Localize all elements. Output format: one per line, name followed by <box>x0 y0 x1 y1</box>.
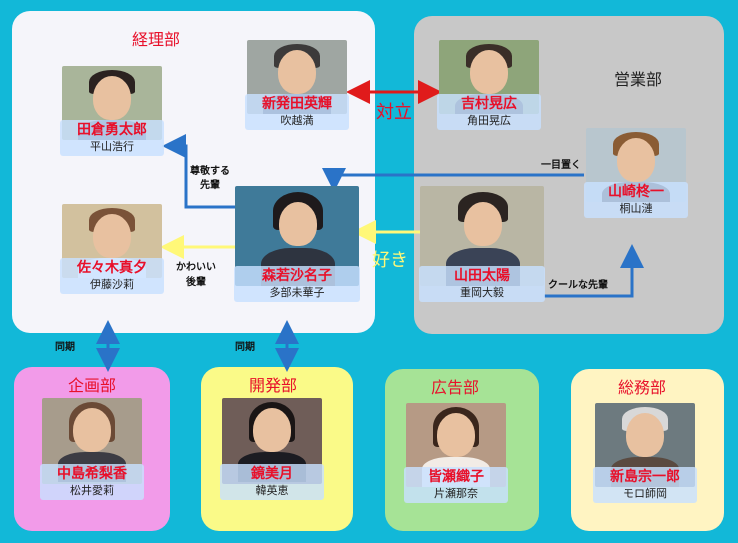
sales-title: 営業部 <box>614 70 663 89</box>
advertising-title: 広告部 <box>431 378 480 397</box>
role-name: 佐々木真夕 <box>77 260 147 276</box>
love-label: 好き <box>372 250 408 271</box>
actor-name: 吹越満 <box>280 114 314 127</box>
role-name: 吉村晃広 <box>461 96 517 112</box>
respected-senior-label-1: 尊敬する <box>190 166 230 177</box>
actor-name: 角田晃広 <box>467 114 511 127</box>
actor-name: 重岡大毅 <box>460 286 504 299</box>
character-card-nakajima[interactable]: 中島希梨香 松井愛莉 <box>40 398 144 500</box>
character-card-sasaki[interactable]: 佐々木真夕 伊藤沙莉 <box>60 204 164 294</box>
cute-junior-label-2: 後輩 <box>186 277 206 288</box>
actor-name: 桐山漣 <box>619 202 653 215</box>
role-name: 中島希梨香 <box>57 466 127 482</box>
respected-senior-label-2: 先輩 <box>200 180 220 191</box>
same-year-label-planning: 同期 <box>55 342 75 353</box>
planning-title: 企画部 <box>68 376 117 395</box>
cool-senior-label: クールな先輩 <box>548 280 608 291</box>
role-name: 新発田英輝 <box>262 96 332 112</box>
actor-name: 平山浩行 <box>90 140 134 153</box>
actor-name: 松井愛莉 <box>70 484 114 497</box>
role-name: 田倉勇太郎 <box>77 122 147 138</box>
respects-label: 一目置く <box>541 160 581 171</box>
confront-label: 対立 <box>376 102 412 123</box>
character-card-yoshimura[interactable]: 吉村晃広 角田晃広 <box>437 40 541 130</box>
cool-senior-arrow <box>544 244 644 298</box>
character-card-taguchi[interactable]: 田倉勇太郎 平山浩行 <box>60 66 164 156</box>
respect-arrow <box>162 134 235 209</box>
character-card-niijima[interactable]: 新島宗一郎 モロ師岡 <box>593 403 697 503</box>
actor-name: 韓英恵 <box>255 484 289 497</box>
development-title: 開発部 <box>249 376 298 395</box>
character-card-yamada[interactable]: 山田太陽 重岡大毅 <box>419 186 545 302</box>
accounting-title: 経理部 <box>132 30 181 49</box>
role-name: 山崎柊一 <box>608 184 664 200</box>
role-name: 森若沙名子 <box>262 268 332 284</box>
actor-name: モロ師岡 <box>623 487 667 500</box>
character-card-yamazaki[interactable]: 山崎柊一 桐山漣 <box>584 128 688 218</box>
role-name: 山田太陽 <box>454 268 510 284</box>
character-card-minase[interactable]: 皆瀬織子 片瀬那奈 <box>404 403 508 503</box>
role-name: 皆瀬織子 <box>428 469 484 485</box>
role-name: 鏡美月 <box>251 466 293 482</box>
actor-name: 片瀬那奈 <box>434 487 478 500</box>
actor-name: 伊藤沙莉 <box>90 278 134 291</box>
actor-name: 多部未華子 <box>269 286 325 299</box>
respects-arrow <box>322 168 584 192</box>
general-affairs-title: 総務部 <box>618 378 667 397</box>
role-name: 新島宗一郎 <box>610 469 680 485</box>
character-card-shibata[interactable]: 新発田英輝 吹越満 <box>245 40 349 130</box>
cute-junior-label-1: かわいい <box>176 262 216 273</box>
character-card-kagami[interactable]: 鏡美月 韓英恵 <box>220 398 324 500</box>
character-card-morikawa[interactable]: 森若沙名子 多部未華子 <box>234 186 360 302</box>
same-year-label-development: 同期 <box>235 342 255 353</box>
